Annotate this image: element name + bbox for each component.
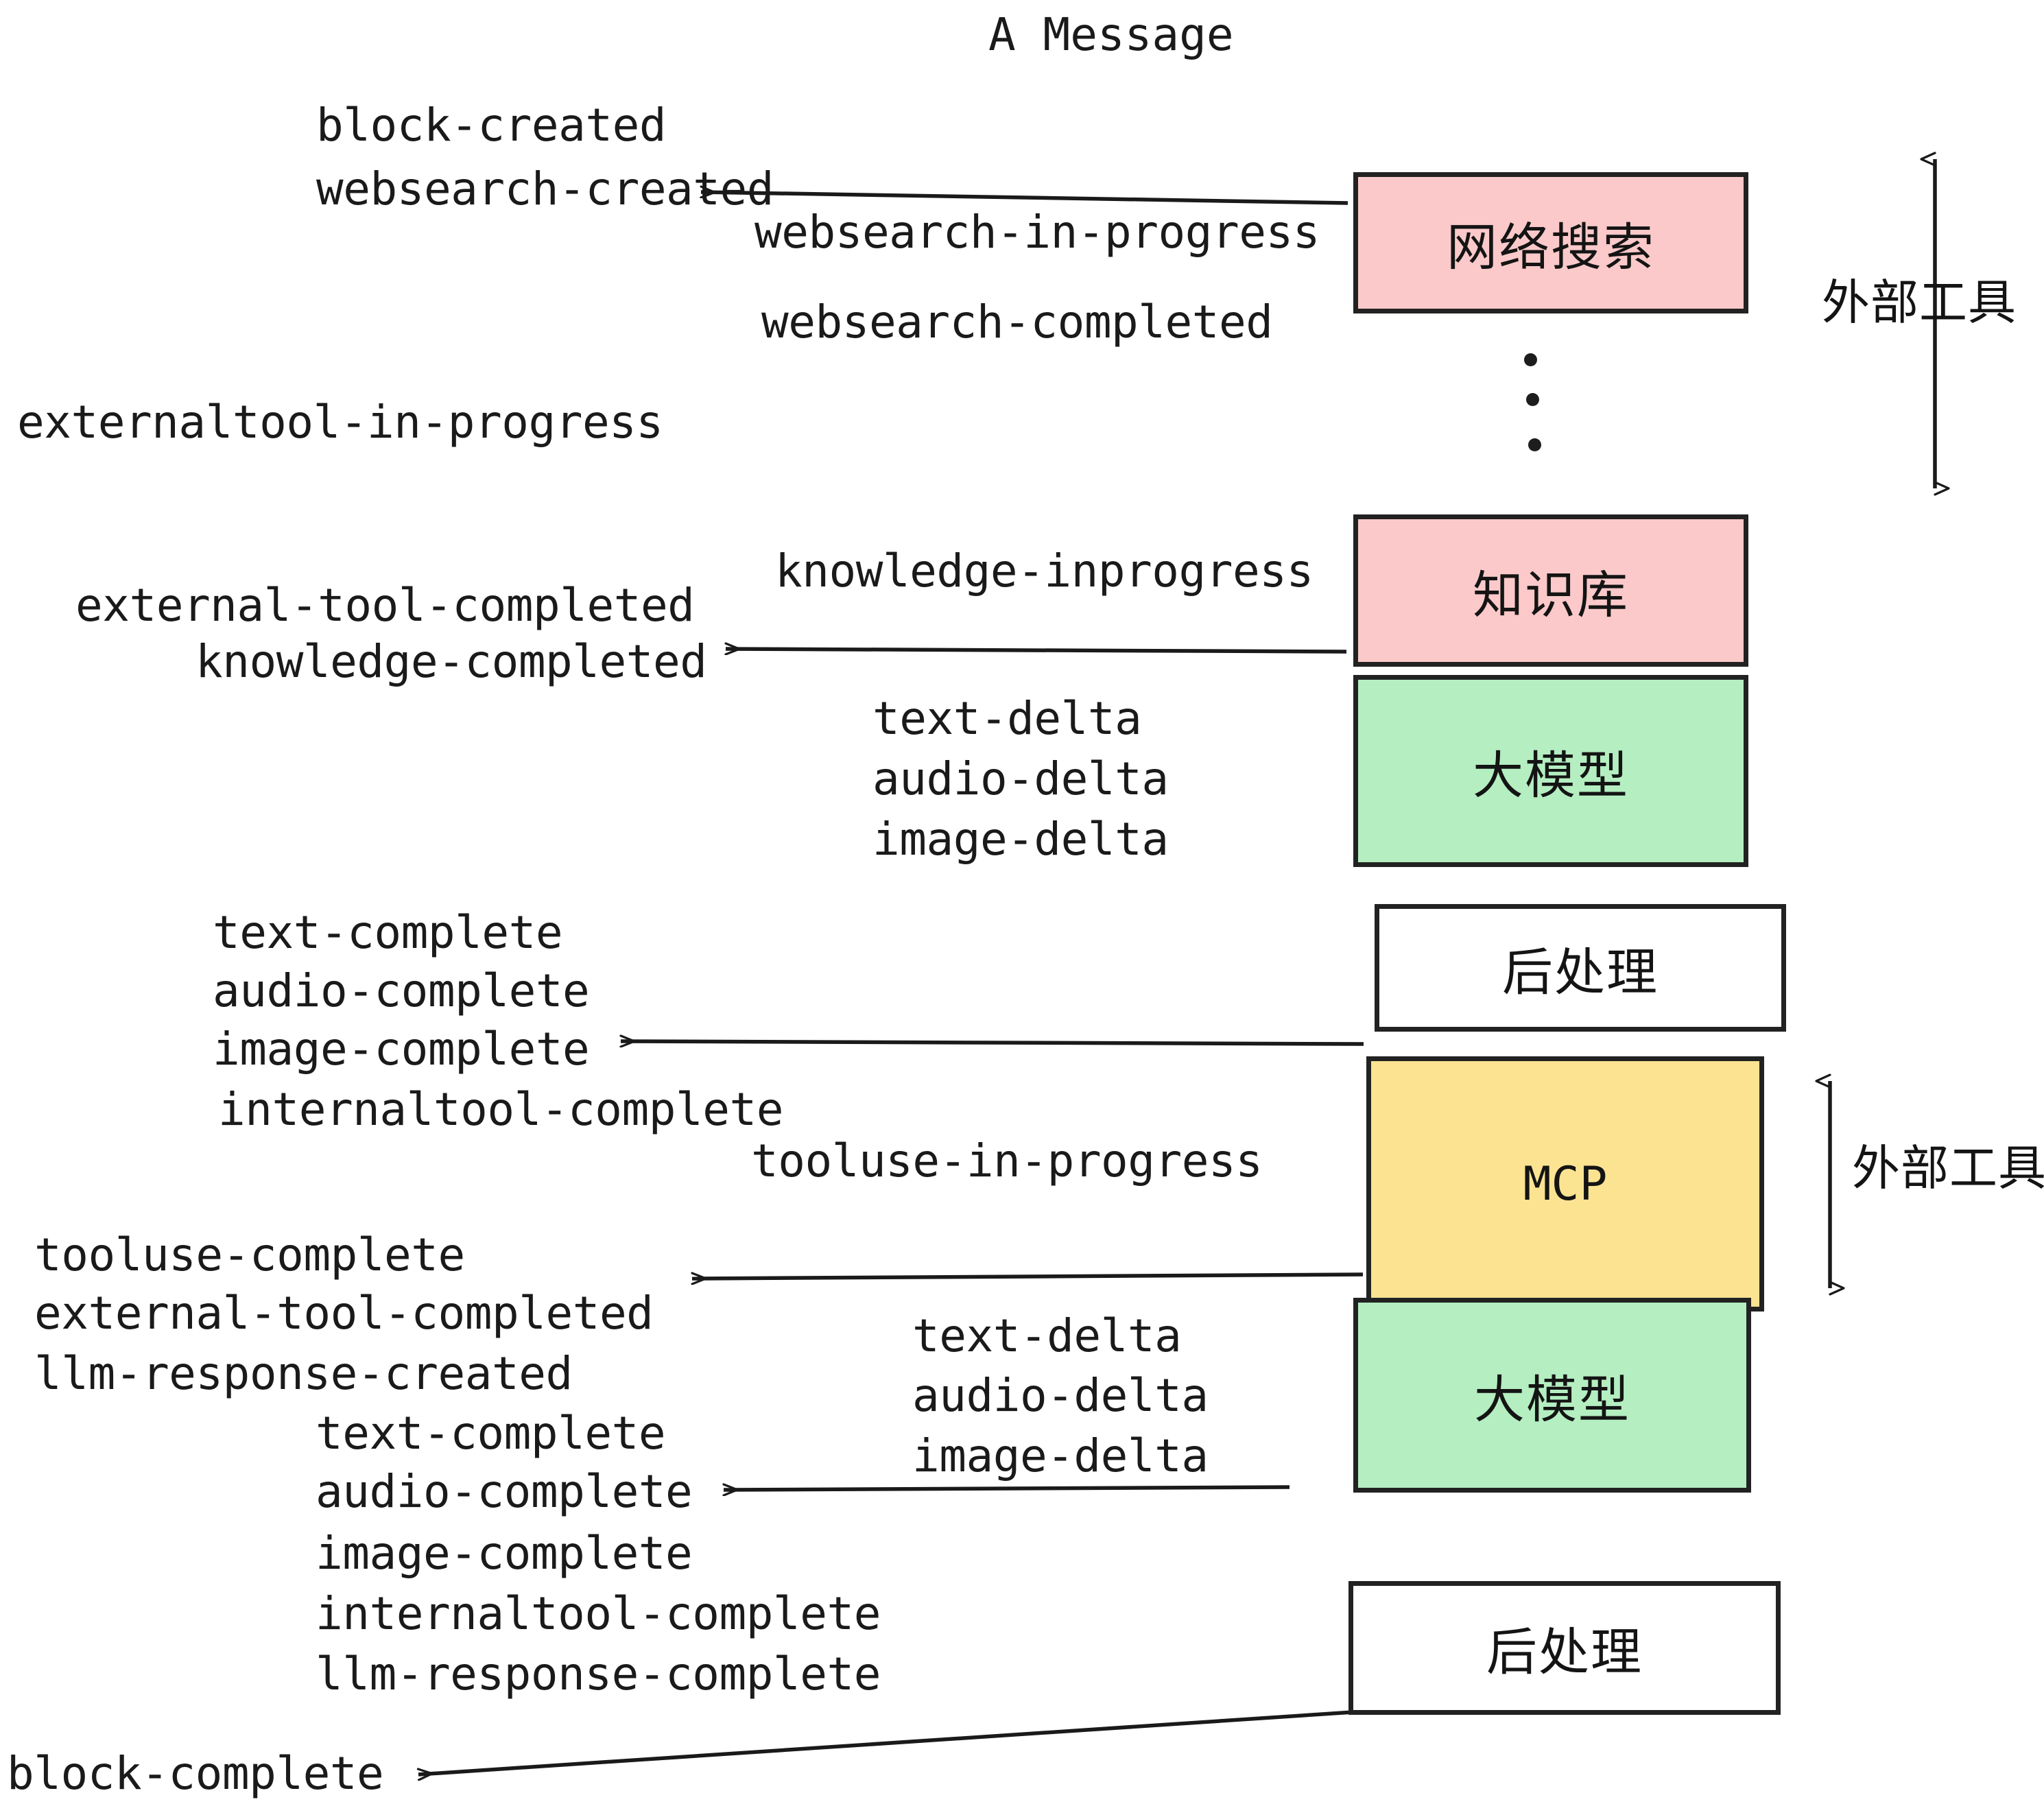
arrow-websearch-created xyxy=(701,192,1348,205)
event-audio-delta-2: audio-delta xyxy=(912,1369,1209,1422)
node-postprocess-1-label: 后处理 xyxy=(1502,942,1659,1002)
event-websearch-completed: websearch-completed xyxy=(761,296,1273,348)
vertical-ellipsis xyxy=(1524,353,1541,463)
node-knowledgebase[interactable]: 知识库 xyxy=(1353,514,1748,667)
arrow-audio-complete xyxy=(724,1487,1290,1490)
node-websearch-label: 网络搜索 xyxy=(1447,217,1655,277)
event-image-complete-1: image-complete xyxy=(213,1023,590,1076)
event-audio-delta-1: audio-delta xyxy=(872,752,1169,805)
event-knowledge-completed: knowledge-completed xyxy=(195,635,707,688)
event-text-complete-2: text-complete xyxy=(316,1407,666,1460)
node-mcp[interactable]: MCP xyxy=(1366,1056,1764,1312)
event-tooluse-in-progress: tooluse-in-progress xyxy=(751,1135,1263,1187)
arrow-image-complete xyxy=(621,1041,1364,1044)
page-title: A Message xyxy=(988,8,1234,61)
node-websearch[interactable]: 网络搜索 xyxy=(1353,172,1748,313)
event-tooluse-complete: tooluse-complete xyxy=(34,1229,465,1281)
event-audio-complete-1: audio-complete xyxy=(213,964,590,1017)
arrow-knowledge-completed xyxy=(726,649,1347,652)
event-external-tool-completed-2: external-tool-completed xyxy=(34,1287,654,1340)
node-knowledgebase-label: 知识库 xyxy=(1473,565,1629,625)
arrow-block-complete xyxy=(418,1710,1354,1775)
event-internaltool-complete-1: internaltool-complete xyxy=(218,1083,783,1136)
event-image-complete-2: image-complete xyxy=(316,1527,693,1580)
node-llm-2-label: 大模型 xyxy=(1474,1370,1630,1429)
event-external-tool-completed-1: external-tool-completed xyxy=(75,579,695,632)
event-text-delta-1: text-delta xyxy=(872,692,1142,745)
node-llm-1[interactable]: 大模型 xyxy=(1353,675,1748,867)
event-llm-response-created: llm-response-created xyxy=(34,1347,573,1400)
node-postprocess-2[interactable]: 后处理 xyxy=(1348,1581,1781,1715)
external-tool-label-bottom-text: 外部工具 xyxy=(1852,1140,2044,1196)
event-knowledge-inprogress: knowledge-inprogress xyxy=(775,545,1314,597)
node-postprocess-2-label: 后处理 xyxy=(1486,1623,1643,1682)
event-text-complete-1: text-complete xyxy=(213,906,563,959)
external-tool-label-top-text: 外部工具 xyxy=(1822,274,2017,331)
ellipsis-dot xyxy=(1526,393,1539,406)
event-block-created: block-created xyxy=(316,99,667,152)
event-block-complete: block-complete xyxy=(7,1747,384,1800)
arrow-tooluse-complete xyxy=(692,1274,1364,1279)
ellipsis-dot xyxy=(1528,438,1541,451)
external-tool-label-top: 外部工具 xyxy=(1822,264,2017,333)
event-audio-complete-2: audio-complete xyxy=(316,1465,693,1518)
event-image-delta-2: image-delta xyxy=(912,1429,1209,1482)
node-llm-1-label: 大模型 xyxy=(1473,746,1629,805)
event-text-delta-2: text-delta xyxy=(912,1309,1182,1362)
event-llm-response-complete: llm-response-complete xyxy=(316,1648,881,1700)
event-websearch-created: websearch-created xyxy=(316,163,774,215)
external-tool-label-bottom: 外部工具 xyxy=(1852,1130,2044,1199)
event-image-delta-1: image-delta xyxy=(872,813,1169,866)
ellipsis-dot xyxy=(1524,353,1537,366)
node-llm-2[interactable]: 大模型 xyxy=(1353,1298,1751,1493)
event-externaltool-in-progress: externaltool-in-progress xyxy=(17,396,663,449)
event-websearch-in-progress: websearch-in-progress xyxy=(754,206,1320,259)
node-mcp-label: MCP xyxy=(1523,1156,1608,1211)
event-internaltool-complete-2: internaltool-complete xyxy=(316,1587,881,1640)
node-postprocess-1[interactable]: 后处理 xyxy=(1375,904,1786,1032)
